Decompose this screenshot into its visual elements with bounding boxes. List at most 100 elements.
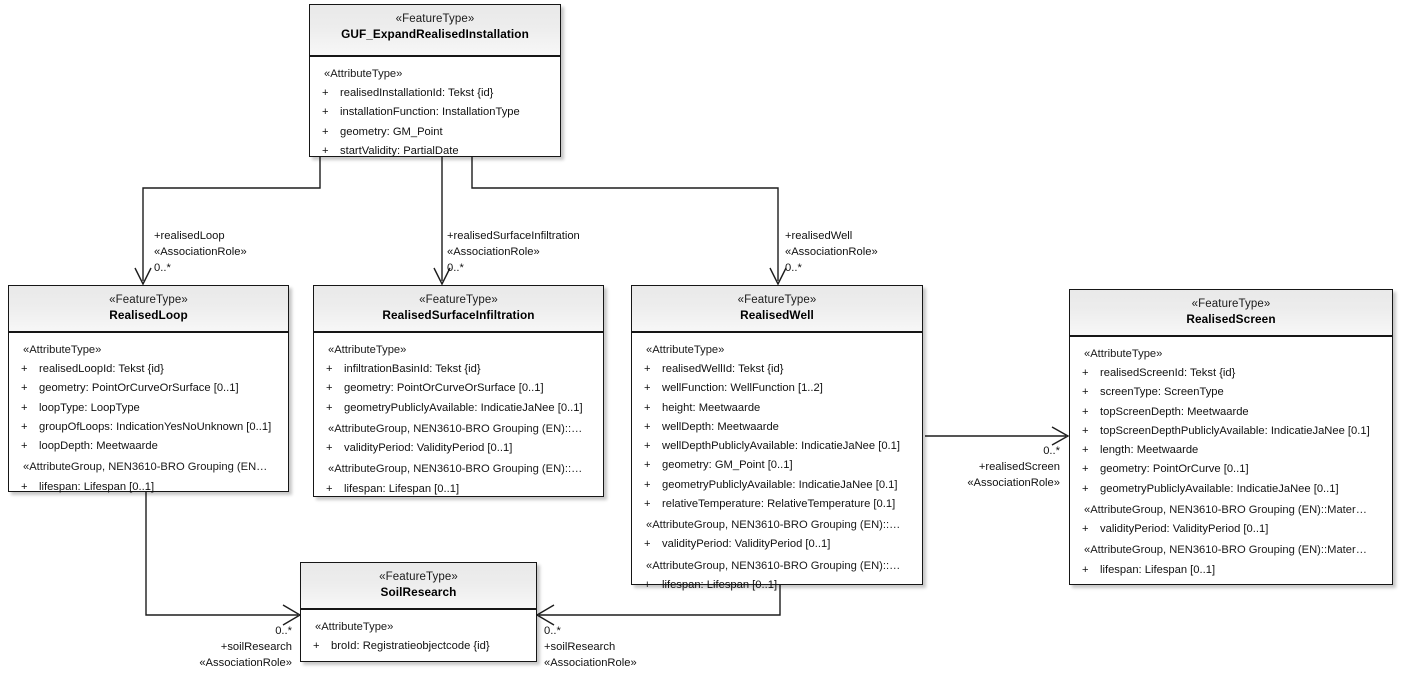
association-stereotype: «AssociationRole» xyxy=(544,657,637,670)
attribute-row: + lifespan: Lifespan [0..1] xyxy=(632,576,922,595)
attribute-signature: geometry: GM_Point [0..1] xyxy=(662,459,793,472)
attribute-row: + realisedWellId: Tekst {id} xyxy=(632,360,922,379)
visibility-marker: + xyxy=(644,578,651,591)
attribute-signature: geometryPubliclyAvailable: IndicatieJaNe… xyxy=(344,401,583,414)
class-box-soilresearch[interactable]: «FeatureType» SoilResearch «AttributeTyp… xyxy=(300,562,537,662)
visibility-marker: + xyxy=(1082,523,1089,536)
class-name: GUF_ExpandRealisedInstallation xyxy=(341,27,529,42)
attribute-signature: wellDepthPubliclyAvailable: IndicatieJaN… xyxy=(662,440,900,453)
class-stereotype: «FeatureType» xyxy=(419,294,498,306)
attribute-group-label: «AttributeType» xyxy=(646,344,725,356)
association-label-realisedwell: +realisedWell «AssociationRole» 0..* xyxy=(785,228,878,277)
attribute-signature: geometry: GM_Point xyxy=(340,125,443,138)
attribute-signature: geometry: PointOrCurveOrSurface [0..1] xyxy=(344,382,544,395)
attribute-row: + geometryPubliclyAvailable: IndicatieJa… xyxy=(314,399,603,418)
association-role: +realisedLoop xyxy=(154,230,225,242)
attribute-group-label: «AttributeGroup, NEN3610-BRO Grouping (E… xyxy=(328,463,583,476)
visibility-marker: + xyxy=(1082,463,1089,476)
attribute-signature: wellDepth: Meetwaarde xyxy=(662,420,779,433)
visibility-marker: + xyxy=(1082,444,1089,457)
association-label-realisedscreen: 0..* +realisedScreen «AssociationRole» xyxy=(905,443,1060,492)
arrowhead-realisedwell xyxy=(769,267,787,286)
attribute-row: + startValidity: PartialDate xyxy=(310,142,560,161)
attribute-signature: startValidity: PartialDate xyxy=(340,144,459,157)
attribute-signature: geometryPubliclyAvailable: IndicatieJaNe… xyxy=(1100,482,1339,495)
class-body: «AttributeType» + realisedLoopId: Tekst … xyxy=(9,333,288,493)
association-stereotype: «AssociationRole» xyxy=(199,657,292,670)
attribute-row: + wellDepthPubliclyAvailable: IndicatieJ… xyxy=(632,437,922,456)
association-multiplicity: 0..* xyxy=(544,625,561,637)
attribute-group-label: «AttributeType» xyxy=(23,344,102,356)
attribute-signature: validityPeriod: ValidityPeriod [0..1] xyxy=(662,538,831,551)
attribute-signature: wellFunction: WellFunction [1..2] xyxy=(662,382,823,395)
class-box-realisedloop[interactable]: «FeatureType» RealisedLoop «AttributeTyp… xyxy=(8,285,289,493)
attribute-row: + validityPeriod: ValidityPeriod [0..1] xyxy=(632,535,922,554)
association-stereotype: «AssociationRole» xyxy=(785,246,878,259)
attribute-signature: topScreenDepthPubliclyAvailable: Indicat… xyxy=(1100,424,1370,437)
class-box-realisedscreen[interactable]: «FeatureType» RealisedScreen «AttributeT… xyxy=(1069,289,1393,585)
attribute-row: + lifespan: Lifespan [0..1] xyxy=(1070,561,1392,580)
attribute-group-label: «AttributeGroup, NEN3610-BRO Grouping (E… xyxy=(1084,544,1367,557)
class-box-realisedwell[interactable]: «FeatureType» RealisedWell «AttributeTyp… xyxy=(631,285,923,591)
attribute-signature: lifespan: Lifespan [0..1] xyxy=(344,482,460,495)
attribute-row: + wellFunction: WellFunction [1..2] xyxy=(632,379,922,398)
visibility-marker: + xyxy=(1082,386,1089,399)
class-body: «AttributeType» + realisedInstallationId… xyxy=(310,57,560,157)
visibility-marker: + xyxy=(326,482,333,495)
association-multiplicity: 0..* xyxy=(1043,445,1060,457)
association-stereotype: «AssociationRole» xyxy=(154,246,247,259)
attribute-row: + geometryPubliclyAvailable: IndicatieJa… xyxy=(1070,480,1392,499)
visibility-marker: + xyxy=(644,363,651,376)
attribute-group-label: «AttributeType» xyxy=(315,621,394,633)
attribute-row: + realisedLoopId: Tekst {id} xyxy=(9,360,288,379)
visibility-marker: + xyxy=(21,420,28,433)
attribute-row: + lifespan: Lifespan [0..1] xyxy=(314,480,603,499)
attribute-signature: topScreenDepth: Meetwaarde xyxy=(1100,405,1249,418)
attribute-signature: loopDepth: Meetwaarde xyxy=(39,440,158,453)
class-stereotype: «FeatureType» xyxy=(1191,298,1271,310)
class-box-guf-expandrealisedinstallation[interactable]: «FeatureType» GUF_ExpandRealisedInstalla… xyxy=(309,4,561,157)
attribute-row: + length: Meetwaarde xyxy=(1070,441,1392,460)
class-box-realisedsurfaceinfiltration[interactable]: «FeatureType» RealisedSurfaceInfiltratio… xyxy=(313,285,604,497)
attribute-signature: broId: Registratieobjectcode {id} xyxy=(331,640,490,653)
attribute-row: + geometry: PointOrCurve [0..1] xyxy=(1070,460,1392,479)
attribute-row: + realisedInstallationId: Tekst {id} xyxy=(310,84,560,103)
attribute-row: + lifespan: Lifespan [0..1] xyxy=(9,478,288,497)
visibility-marker: + xyxy=(326,442,333,455)
association-stereotype: «AssociationRole» xyxy=(447,246,540,259)
visibility-marker: + xyxy=(644,478,651,491)
class-body: «AttributeType» + realisedScreenId: Teks… xyxy=(1070,337,1392,584)
class-header: «FeatureType» RealisedSurfaceInfiltratio… xyxy=(314,286,603,333)
attribute-signature: geometryPubliclyAvailable: IndicatieJaNe… xyxy=(662,478,898,491)
class-header: «FeatureType» GUF_ExpandRealisedInstalla… xyxy=(310,5,560,57)
attribute-row: + relativeTemperature: RelativeTemperatu… xyxy=(632,495,922,514)
class-stereotype: «FeatureType» xyxy=(737,294,817,306)
attribute-signature: validityPeriod: ValidityPeriod [0..1] xyxy=(1100,523,1269,536)
attribute-row: + geometry: GM_Point xyxy=(310,123,560,142)
class-header: «FeatureType» RealisedLoop xyxy=(9,286,288,333)
attribute-row: + height: Meetwaarde xyxy=(632,399,922,418)
visibility-marker: + xyxy=(322,106,329,119)
attribute-signature: installationFunction: InstallationType xyxy=(340,106,520,119)
attribute-group-label: «AttributeType» xyxy=(1084,348,1163,360)
attribute-signature: realisedWellId: Tekst {id} xyxy=(662,363,784,376)
attribute-row: + realisedScreenId: Tekst {id} xyxy=(1070,364,1392,383)
attribute-row: + validityPeriod: ValidityPeriod [0..1] xyxy=(314,439,603,458)
attribute-signature: height: Meetwaarde xyxy=(662,401,761,414)
attribute-row: + topScreenDepth: Meetwaarde xyxy=(1070,403,1392,422)
association-role: +soilResearch xyxy=(220,641,292,654)
class-stereotype: «FeatureType» xyxy=(379,571,458,583)
attribute-row: + validityPeriod: ValidityPeriod [0..1] xyxy=(1070,520,1392,539)
class-body: «AttributeType» + infiltrationBasinId: T… xyxy=(314,333,603,496)
visibility-marker: + xyxy=(313,640,320,653)
attribute-signature: geometry: PointOrCurveOrSurface [0..1] xyxy=(39,382,239,395)
attribute-row: + broId: Registratieobjectcode {id} xyxy=(301,637,536,656)
association-label-realisedloop: +realisedLoop «AssociationRole» 0..* xyxy=(154,228,247,277)
connector-realisedloop-to-soilresearch xyxy=(145,492,298,616)
class-stereotype: «FeatureType» xyxy=(395,13,475,25)
visibility-marker: + xyxy=(322,125,329,138)
attribute-signature: realisedLoopId: Tekst {id} xyxy=(39,363,164,376)
attribute-group-label: «AttributeGroup, NEN3610-BRO Grouping (E… xyxy=(328,422,583,435)
class-header: «FeatureType» RealisedWell xyxy=(632,286,922,333)
attribute-row: + geometry: GM_Point [0..1] xyxy=(632,456,922,475)
